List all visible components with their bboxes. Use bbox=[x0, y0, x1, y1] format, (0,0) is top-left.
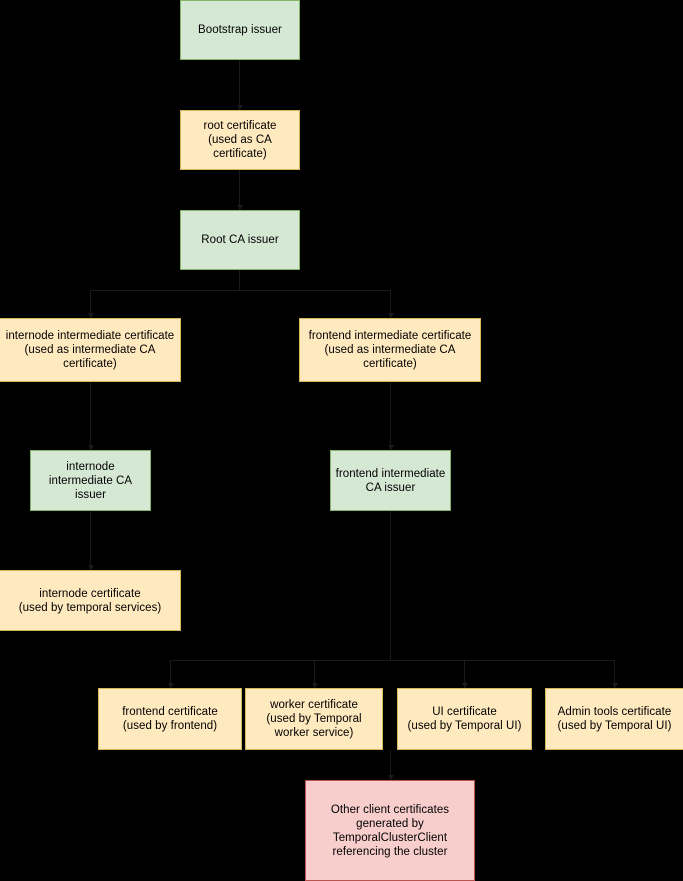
arrowhead-frontend-intermediate-certificate bbox=[388, 313, 394, 318]
edge-frontend-issuer-down bbox=[390, 511, 391, 660]
node-admin-tools-certificate[interactable]: Admin tools certificate (used by Tempora… bbox=[545, 688, 683, 750]
edge-to-other-client-certificates bbox=[390, 750, 391, 780]
node-worker-certificate[interactable]: worker certificate (used by Temporal wor… bbox=[245, 688, 383, 750]
edge-to-frontend-certificate bbox=[170, 660, 171, 688]
arrowhead-admin-tools-certificate bbox=[612, 683, 618, 688]
node-bootstrap-issuer[interactable]: Bootstrap issuer bbox=[180, 0, 300, 60]
node-frontend-certificate[interactable]: frontend certificate (used by frontend) bbox=[98, 688, 242, 750]
node-internode-certificate[interactable]: internode certificate (used by temporal … bbox=[0, 570, 181, 631]
arrowhead-root-certificate bbox=[237, 105, 243, 110]
arrowhead-frontend-intermediate-ca-issuer bbox=[388, 445, 394, 450]
node-root-certificate[interactable]: root certificate (used as CA certificate… bbox=[180, 110, 300, 170]
arrowhead-internode-certificate bbox=[88, 565, 94, 570]
arrowhead-root-ca-issuer bbox=[237, 205, 243, 210]
edge-root-certificate-to-root-ca-issuer bbox=[239, 170, 240, 210]
arrowhead-ui-certificate bbox=[462, 683, 468, 688]
arrowhead-worker-certificate bbox=[312, 683, 318, 688]
edge-to-ui-certificate bbox=[464, 660, 465, 688]
node-ui-certificate[interactable]: UI certificate (used by Temporal UI) bbox=[397, 688, 532, 750]
arrowhead-internode-intermediate-ca-issuer bbox=[88, 445, 94, 450]
edge-root-ca-issuer-down bbox=[239, 270, 240, 290]
arrowhead-internode-intermediate-certificate bbox=[88, 313, 94, 318]
edge-frontend-intermediate-certificate-to-issuer bbox=[390, 382, 391, 450]
node-root-ca-issuer[interactable]: Root CA issuer bbox=[180, 210, 300, 270]
node-internode-intermediate-certificate[interactable]: internode intermediate certificate (used… bbox=[0, 318, 181, 382]
edge-to-frontend-intermediate-certificate bbox=[390, 290, 391, 318]
edge-to-admin-tools-certificate bbox=[614, 660, 615, 688]
node-internode-intermediate-ca-issuer[interactable]: internode intermediate CA issuer bbox=[30, 450, 151, 511]
node-frontend-intermediate-ca-issuer[interactable]: frontend intermediate CA issuer bbox=[330, 450, 451, 511]
edge-to-worker-certificate bbox=[314, 660, 315, 688]
arrowhead-frontend-certificate bbox=[168, 683, 174, 688]
edge-frontend-issuer-fanout bbox=[170, 660, 614, 661]
edge-root-ca-issuer-split bbox=[90, 290, 391, 291]
edge-bootstrap-to-root-certificate bbox=[239, 60, 240, 110]
node-other-client-certificates[interactable]: Other client certificates generated by T… bbox=[305, 780, 475, 881]
node-frontend-intermediate-certificate[interactable]: frontend intermediate certificate (used … bbox=[299, 318, 481, 382]
arrowhead-other-client-certificates bbox=[388, 775, 394, 780]
edge-internode-issuer-to-internode-certificate bbox=[90, 511, 91, 570]
edge-to-internode-intermediate-certificate bbox=[90, 290, 91, 318]
edge-internode-intermediate-certificate-to-issuer bbox=[90, 382, 91, 450]
